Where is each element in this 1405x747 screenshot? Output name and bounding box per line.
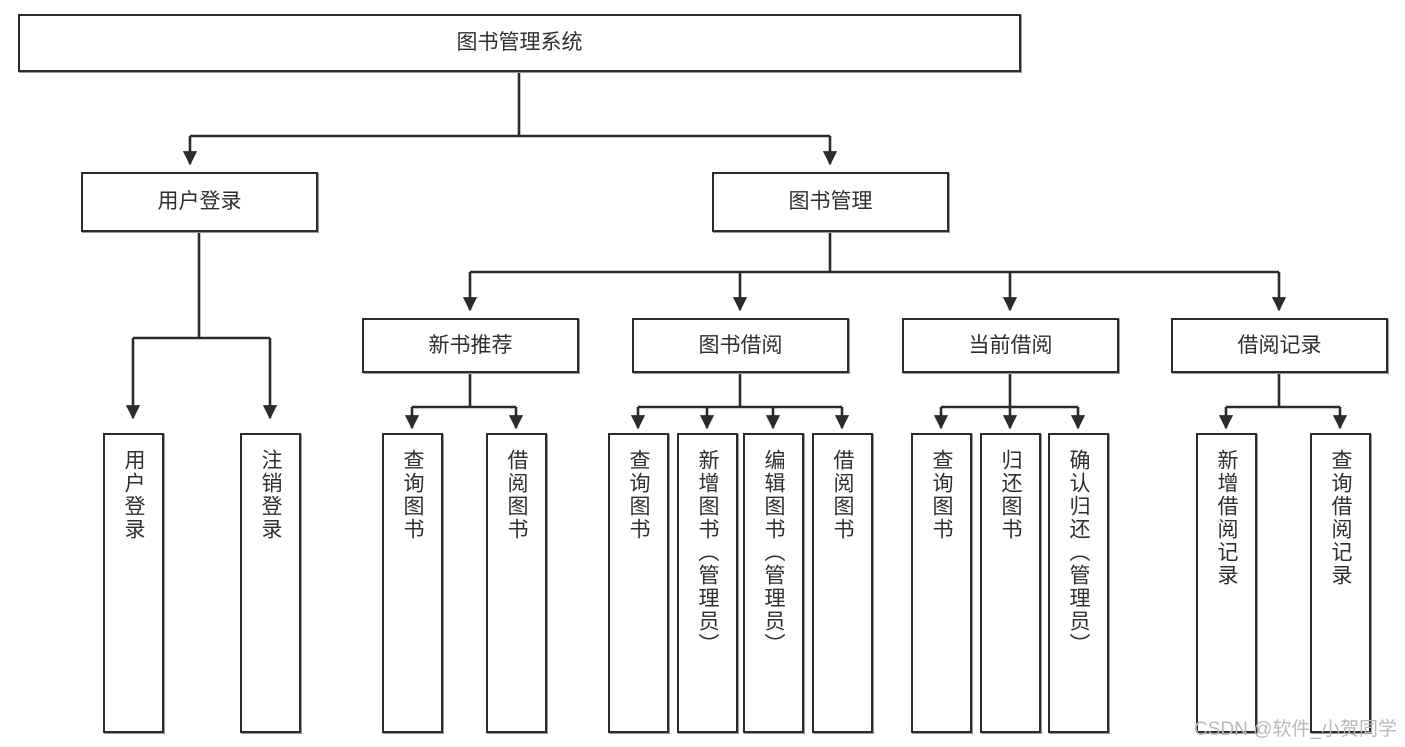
node-borrow-record-label: 借阅记录 <box>1237 333 1322 357</box>
leaf-edit-book[interactable]: 编辑图书（管理员） <box>743 433 804 733</box>
leaf-query-book-1[interactable]: 查询图书 <box>382 433 443 733</box>
leaf-query-record[interactable]: 查询借阅记录 <box>1310 433 1371 733</box>
node-book-borrow[interactable]: 图书借阅 <box>632 318 849 373</box>
leaf-add-record-label: 新增借阅记录 <box>1215 449 1238 587</box>
leaf-return-book[interactable]: 归还图书 <box>980 433 1041 733</box>
node-new-book-recommend[interactable]: 新书推荐 <box>362 318 579 373</box>
node-current-borrow-label: 当前借阅 <box>968 333 1053 357</box>
leaf-logout-login[interactable]: 注销登录 <box>240 433 301 733</box>
leaf-query-book-3-label: 查询图书 <box>930 449 953 541</box>
leaf-query-book-3[interactable]: 查询图书 <box>911 433 972 733</box>
leaf-edit-book-label: 编辑图书（管理员） <box>762 449 785 656</box>
leaf-query-book-2-label: 查询图书 <box>627 449 650 541</box>
leaf-borrow-book-2-label: 借阅图书 <box>831 449 854 541</box>
node-new-book-recommend-label: 新书推荐 <box>428 333 513 357</box>
node-user-login[interactable]: 用户登录 <box>81 172 318 232</box>
leaf-confirm-return-label: 确认归还（管理员） <box>1067 449 1090 656</box>
node-root[interactable]: 图书管理系统 <box>18 14 1021 72</box>
node-book-manage-label: 图书管理 <box>788 190 873 214</box>
leaf-confirm-return[interactable]: 确认归还（管理员） <box>1048 433 1109 733</box>
leaf-logout-login-label: 注销登录 <box>259 449 282 541</box>
leaf-borrow-book-1-label: 借阅图书 <box>505 449 528 541</box>
watermark-text: CSDN @软件_小贺同学 <box>1194 719 1397 740</box>
leaf-add-book[interactable]: 新增图书（管理员） <box>677 433 738 733</box>
node-book-manage[interactable]: 图书管理 <box>712 172 949 232</box>
leaf-return-book-label: 归还图书 <box>999 449 1022 541</box>
leaf-user-login[interactable]: 用户登录 <box>103 433 164 733</box>
leaf-add-book-label: 新增图书（管理员） <box>696 449 719 656</box>
node-root-label: 图书管理系统 <box>456 31 583 55</box>
node-borrow-record[interactable]: 借阅记录 <box>1171 318 1388 373</box>
node-user-login-label: 用户登录 <box>157 190 242 214</box>
leaf-query-book-1-label: 查询图书 <box>401 449 424 541</box>
leaf-query-record-label: 查询借阅记录 <box>1329 449 1352 587</box>
node-current-borrow[interactable]: 当前借阅 <box>902 318 1119 373</box>
node-book-borrow-label: 图书借阅 <box>698 333 783 357</box>
leaf-borrow-book-2[interactable]: 借阅图书 <box>812 433 873 733</box>
leaf-add-record[interactable]: 新增借阅记录 <box>1196 433 1257 733</box>
leaf-query-book-2[interactable]: 查询图书 <box>608 433 669 733</box>
leaf-borrow-book-1[interactable]: 借阅图书 <box>486 433 547 733</box>
leaf-user-login-label: 用户登录 <box>122 449 145 541</box>
